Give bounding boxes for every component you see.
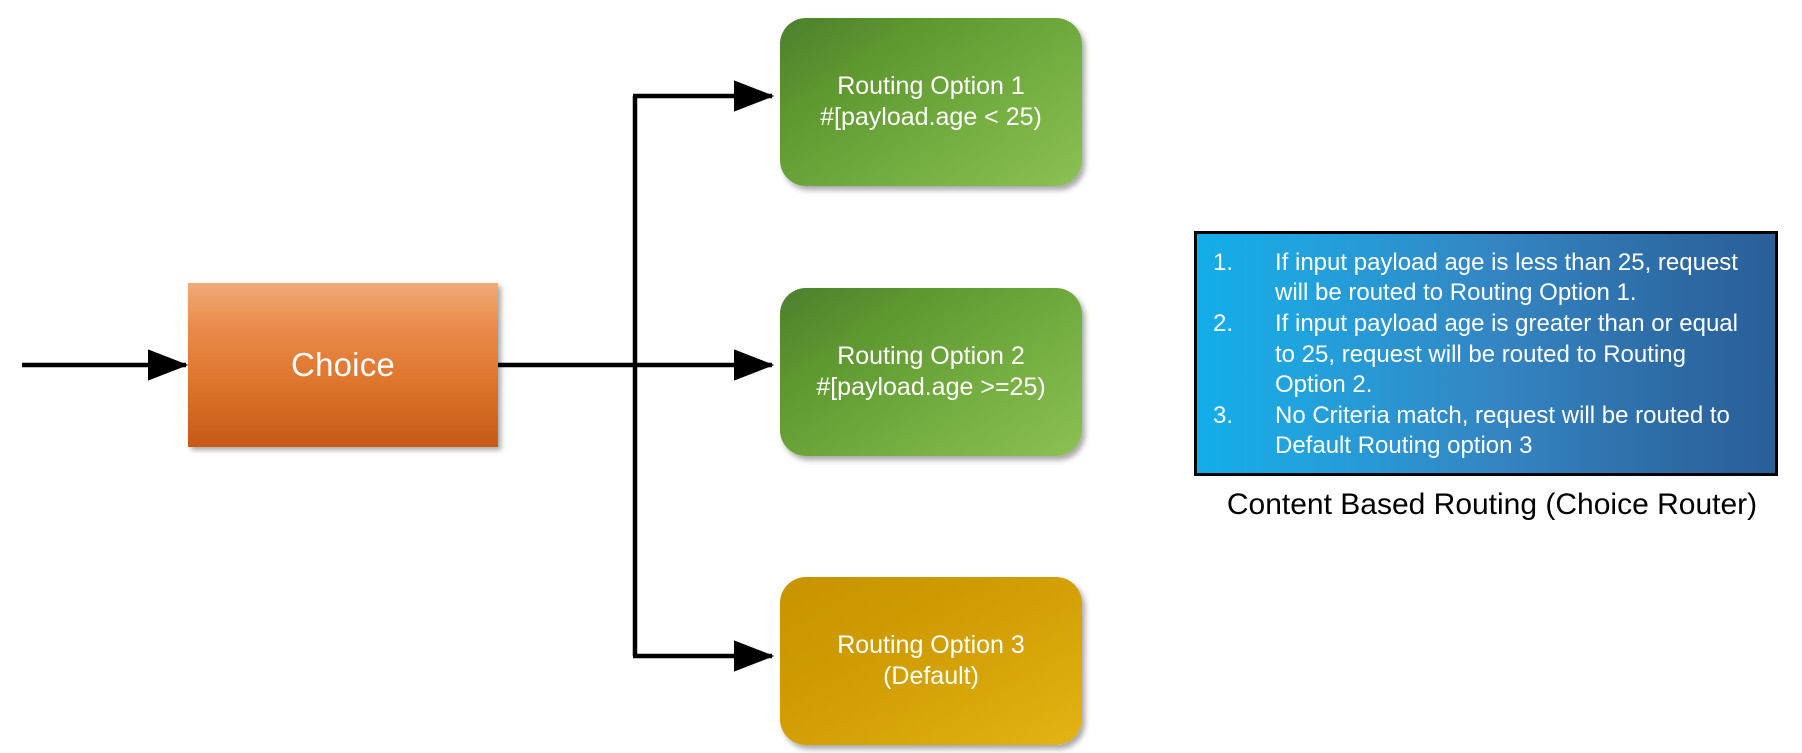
legend-callout: 1. If input payload age is less than 25,… <box>1194 231 1778 476</box>
routing-option-1-node[interactable]: Routing Option 1 #[payload.age < 25) <box>780 18 1082 186</box>
routing-option-2-title: Routing Option 2 <box>837 341 1025 370</box>
legend-list: 1. If input payload age is less than 25,… <box>1213 248 1759 462</box>
routing-option-1-expression: #[payload.age < 25) <box>820 103 1042 131</box>
routing-option-3-node[interactable]: Routing Option 3 (Default) <box>780 577 1082 745</box>
choice-router-node[interactable]: Choice <box>188 283 498 447</box>
legend-item-2-text: If input payload age is greater than or … <box>1275 310 1738 398</box>
legend-item-2: 2. If input payload age is greater than … <box>1213 309 1759 400</box>
routing-option-3-expression: (Default) <box>883 662 979 690</box>
diagram-caption: Content Based Routing (Choice Router) <box>1226 488 1758 521</box>
legend-item-1-number: 1. <box>1213 249 1234 276</box>
legend-item-2-number: 2. <box>1213 310 1234 338</box>
routing-option-2-node[interactable]: Routing Option 2 #[payload.age >=25) <box>780 288 1082 456</box>
routing-option-2-expression: #[payload.age >=25) <box>816 373 1046 401</box>
routing-option-3-title: Routing Option 3 <box>837 630 1025 659</box>
legend-item-1-text: If input payload age is less than 25, re… <box>1275 249 1738 307</box>
legend-item-3-text: No Criteria match, request will be route… <box>1275 402 1730 460</box>
legend-item-3-number: 3. <box>1213 402 1234 430</box>
routing-option-1-title: Routing Option 1 <box>837 71 1025 100</box>
legend-item-1: 1. If input payload age is less than 25,… <box>1213 248 1759 308</box>
legend-item-3: 3. No Criteria match, request will be ro… <box>1213 401 1759 461</box>
choice-router-label: Choice <box>291 346 395 384</box>
